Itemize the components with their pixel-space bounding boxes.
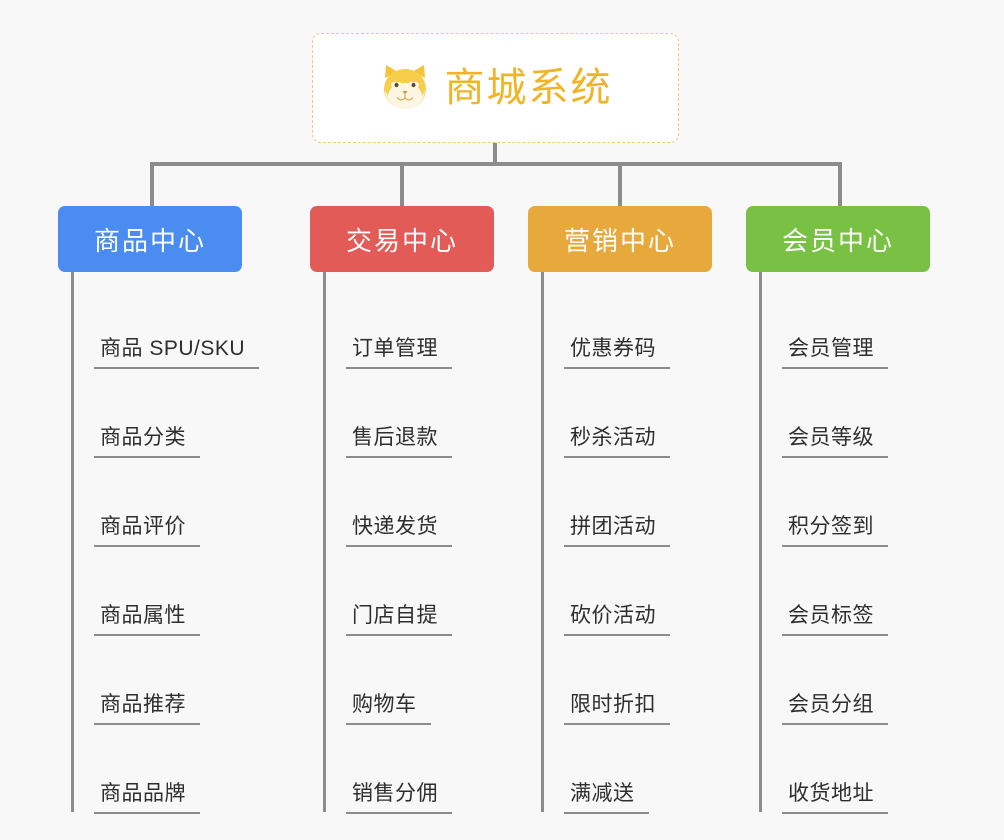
leaf-item[interactable]: 优惠券码 <box>542 280 712 369</box>
branch-column-member-center: 会员中心 会员管理 会员等级 积分签到 会员标签 会员分组 收货地址 <box>746 206 930 814</box>
leaf-item[interactable]: 会员管理 <box>760 280 930 369</box>
leaf-item[interactable]: 商品品牌 <box>72 725 242 814</box>
leaf-item[interactable]: 门店自提 <box>324 547 494 636</box>
leaf-item[interactable]: 会员等级 <box>760 369 930 458</box>
leaf-label: 砍价活动 <box>564 599 670 636</box>
leaf-label: 限时折扣 <box>564 688 670 725</box>
leaf-item[interactable]: 秒杀活动 <box>542 369 712 458</box>
leaf-label: 商品 SPU/SKU <box>94 332 260 369</box>
leaf-label: 会员标签 <box>782 599 888 636</box>
leaf-list-trade-center: 订单管理 售后退款 快递发货 门店自提 购物车 销售分佣 <box>310 272 494 814</box>
root-title: 商城系统 <box>444 66 613 110</box>
leaf-item[interactable]: 拼团活动 <box>542 458 712 547</box>
connector-branch-3 <box>618 162 622 208</box>
connector-branch-2 <box>400 162 404 208</box>
leaf-item[interactable]: 销售分佣 <box>324 725 494 814</box>
leaf-label: 会员分组 <box>782 688 888 725</box>
leaf-label: 积分签到 <box>782 510 888 547</box>
column-spine <box>71 272 74 812</box>
column-spine <box>323 272 326 812</box>
leaf-label: 商品推荐 <box>94 688 200 725</box>
leaf-label: 门店自提 <box>346 599 452 636</box>
leaf-item[interactable]: 会员标签 <box>760 547 930 636</box>
leaf-label: 会员管理 <box>782 332 888 369</box>
column-spine <box>541 272 544 812</box>
connector-root-stem <box>493 143 497 166</box>
category-label: 商品中心 <box>93 225 206 256</box>
leaf-item[interactable]: 购物车 <box>324 636 494 725</box>
category-label: 会员中心 <box>781 225 894 256</box>
category-header-marketing-center[interactable]: 营销中心 <box>528 206 712 272</box>
root-node[interactable]: 商城系统 <box>312 33 679 143</box>
leaf-item[interactable]: 商品分类 <box>72 369 242 458</box>
leaf-item[interactable]: 砍价活动 <box>542 547 712 636</box>
category-header-product-center[interactable]: 商品中心 <box>58 206 242 272</box>
leaf-item[interactable]: 商品 SPU/SKU <box>72 280 260 369</box>
branch-column-trade-center: 交易中心 订单管理 售后退款 快递发货 门店自提 购物车 销售分佣 <box>310 206 494 814</box>
leaf-list-member-center: 会员管理 会员等级 积分签到 会员标签 会员分组 收货地址 <box>746 272 930 814</box>
category-header-member-center[interactable]: 会员中心 <box>746 206 930 272</box>
category-label: 交易中心 <box>345 225 458 256</box>
leaf-label: 拼团活动 <box>564 510 670 547</box>
leaf-label: 订单管理 <box>346 332 452 369</box>
leaf-item[interactable]: 商品评价 <box>72 458 242 547</box>
leaf-label: 售后退款 <box>346 421 452 458</box>
column-spine <box>759 272 762 812</box>
leaf-label: 秒杀活动 <box>564 421 670 458</box>
leaf-item[interactable]: 收货地址 <box>760 725 930 814</box>
leaf-list-marketing-center: 优惠券码 秒杀活动 拼团活动 砍价活动 限时折扣 满减送 <box>528 272 712 814</box>
leaf-item[interactable]: 快递发货 <box>324 458 494 547</box>
leaf-item[interactable]: 售后退款 <box>324 369 494 458</box>
shiba-dog-face-icon <box>379 62 431 114</box>
leaf-label: 收货地址 <box>782 777 888 814</box>
leaf-label: 商品品牌 <box>94 777 200 814</box>
leaf-label: 商品属性 <box>94 599 200 636</box>
category-label: 营销中心 <box>563 225 676 256</box>
branch-column-marketing-center: 营销中心 优惠券码 秒杀活动 拼团活动 砍价活动 限时折扣 满减送 <box>528 206 712 814</box>
leaf-label: 会员等级 <box>782 421 888 458</box>
leaf-item[interactable]: 限时折扣 <box>542 636 712 725</box>
leaf-item[interactable]: 订单管理 <box>324 280 494 369</box>
leaf-item[interactable]: 商品推荐 <box>72 636 242 725</box>
leaf-label: 销售分佣 <box>346 777 452 814</box>
leaf-item[interactable]: 会员分组 <box>760 636 930 725</box>
connector-branch-4 <box>838 162 842 208</box>
leaf-label: 优惠券码 <box>564 332 670 369</box>
leaf-label: 满减送 <box>564 777 649 814</box>
leaf-label: 购物车 <box>346 688 431 725</box>
leaf-list-product-center: 商品 SPU/SKU 商品分类 商品评价 商品属性 商品推荐 商品品牌 <box>58 272 260 814</box>
connector-branch-1 <box>150 162 154 208</box>
leaf-item[interactable]: 商品属性 <box>72 547 242 636</box>
connector-horizontal-bus <box>150 162 842 166</box>
leaf-item[interactable]: 积分签到 <box>760 458 930 547</box>
branch-column-product-center: 商品中心 商品 SPU/SKU 商品分类 商品评价 商品属性 商品推荐 商品品牌 <box>58 206 260 814</box>
leaf-label: 快递发货 <box>346 510 452 547</box>
leaf-label: 商品评价 <box>94 510 200 547</box>
leaf-label: 商品分类 <box>94 421 200 458</box>
category-header-trade-center[interactable]: 交易中心 <box>310 206 494 272</box>
leaf-item[interactable]: 满减送 <box>542 725 712 814</box>
